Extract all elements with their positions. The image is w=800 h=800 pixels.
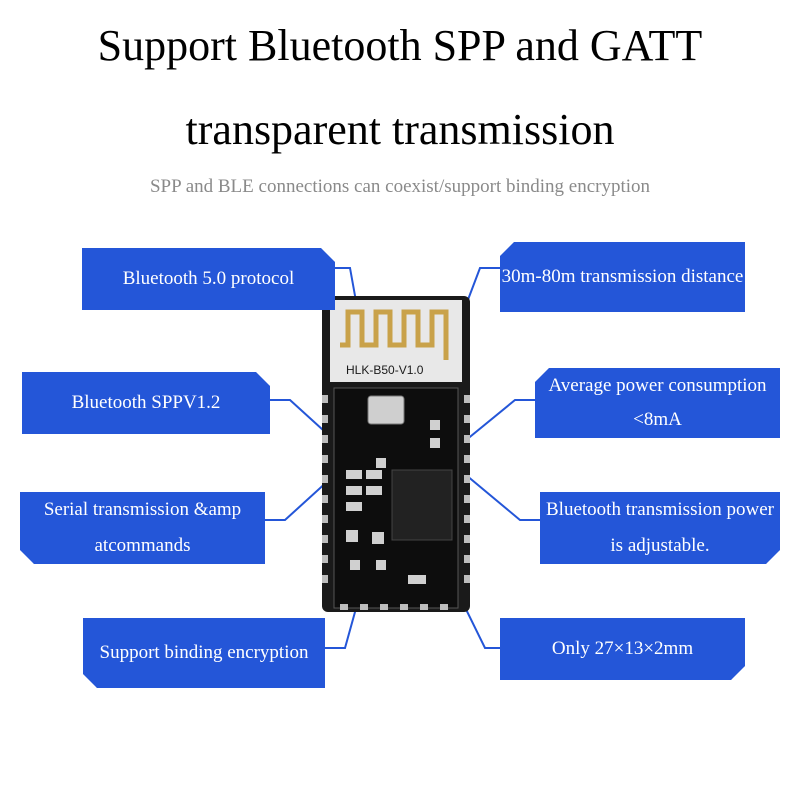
callout-transmission-distance: 30m-80m transmission distance [500, 242, 745, 312]
callout-tx-power: Bluetooth transmission power is adjustab… [540, 492, 780, 564]
main-chip [391, 469, 453, 541]
callout-bluetooth-protocol: Bluetooth 5.0 protocol [82, 248, 335, 310]
page-title-line-2: transparent transmission [185, 105, 615, 154]
line-txpower [459, 469, 540, 521]
line-power [459, 399, 535, 446]
callout-spp-version: Bluetooth SPPV1.2 [22, 372, 270, 434]
callout-serial-at-commands: Serial transmission &amp atcommands [20, 492, 265, 564]
antenna-trace [340, 309, 449, 360]
module-label: HLK-B50-V1.0 [346, 363, 424, 377]
subtitle: SPP and BLE connections can coexist/supp… [149, 176, 651, 197]
page-title-line-1: Support Bluetooth SPP and GATT [97, 21, 703, 70]
callout-size: Only 27×13×2mm [500, 618, 745, 680]
crystal [367, 395, 405, 425]
callout-power-consumption: Average power consumption <8mA [535, 368, 780, 438]
line-serial [265, 469, 341, 521]
callout-binding-encryption: Support binding encryption [83, 618, 325, 688]
module-board: HLK-B50-V1.0 [322, 296, 470, 612]
